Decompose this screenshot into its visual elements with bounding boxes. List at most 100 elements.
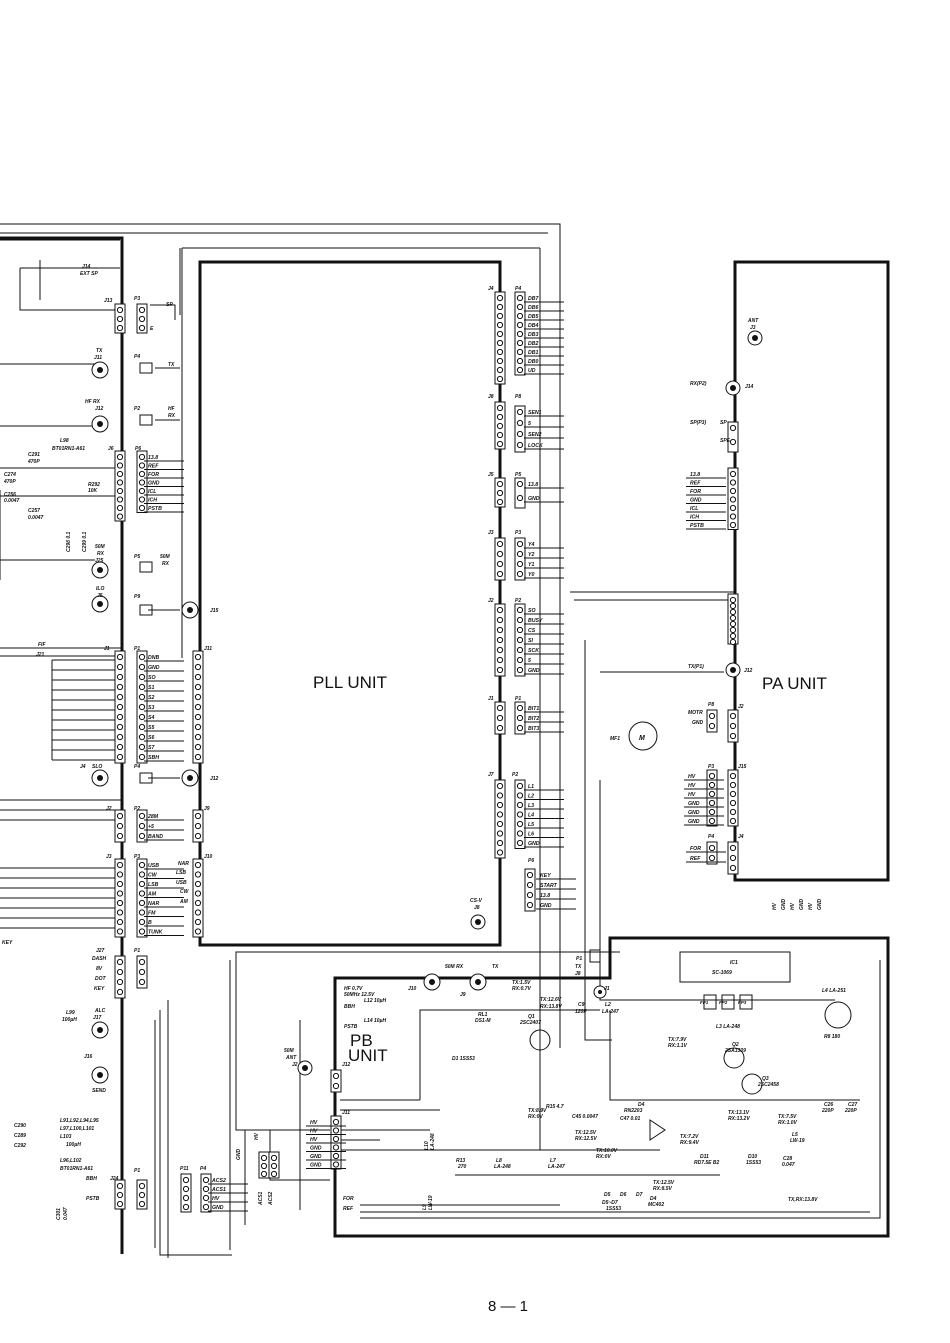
label-pb-q2: Q2 <box>732 1042 739 1048</box>
mid-p3-pin <box>138 324 146 332</box>
pa-p3-pin <box>708 799 716 807</box>
label-left-j21: J21 <box>36 652 45 658</box>
pa-j4-pin <box>729 854 737 862</box>
mid-j11-pin <box>194 713 202 721</box>
label-pll-p2b: P2 <box>512 772 518 778</box>
pb-l10v-label: LA-248 <box>430 1133 436 1150</box>
pll-p6-pin <box>526 891 534 899</box>
mid-p3-pin <box>138 315 146 323</box>
mid-p1-label: S4 <box>148 715 154 721</box>
mid-p1-pin <box>138 693 146 701</box>
label-pb-q3v: 2SC2458 <box>757 1082 779 1088</box>
pll-j7-pin <box>496 782 504 790</box>
label-pb-c45: C45 0.0047 <box>572 1114 598 1120</box>
pll-j7-pin <box>496 849 504 856</box>
j6-pin <box>116 496 124 503</box>
jack-j16-send-core <box>97 1072 103 1078</box>
pll-j1-pin <box>496 724 504 732</box>
j3-pin <box>116 880 124 888</box>
mid-p3b-label: USB <box>148 863 159 869</box>
label-pb-tx72: TX:7.2V <box>680 1134 699 1140</box>
pll-p2-label: SI <box>528 638 533 644</box>
pll-p2-label: SCK <box>528 648 540 654</box>
label-pb-rx10: RX:1.0V <box>778 1120 798 1126</box>
pll-p3-pin <box>516 570 524 578</box>
label-pb-l8: L8 <box>496 1158 502 1164</box>
j1-pin <box>116 663 124 671</box>
pb-j11-pin <box>332 1144 340 1151</box>
pll-j1-pin <box>496 714 504 722</box>
label-pll-p5: P5 <box>515 472 521 478</box>
pa-bus2-pin <box>729 626 737 634</box>
label-left-lnote1: L91,L92,L94,L95 <box>60 1118 99 1124</box>
pll-p5-housing <box>514 477 526 509</box>
label-pb-tx: TX <box>575 964 582 970</box>
pll-p2b-pin <box>516 811 524 818</box>
jack-j10-pb-core <box>429 979 435 985</box>
label-mid-p3bright-0: NAR <box>178 861 189 867</box>
pll-p2-pin <box>516 636 524 644</box>
pll-p6-pin <box>526 881 534 889</box>
label-mid-p3bright-3: CW <box>180 889 190 895</box>
label-left-l98v: BT01RN1-A61 <box>52 446 85 452</box>
mid-p6-pin <box>138 470 146 478</box>
mid-p3b-pin <box>138 890 146 897</box>
pll-p2b-label: L1 <box>528 784 534 790</box>
pb-j11-label: GND <box>310 1154 322 1160</box>
label-pb-j12: J12 <box>342 1062 351 1068</box>
label-left-j16: J16 <box>84 1054 93 1060</box>
j1-pin <box>116 703 124 711</box>
mid-p6-pin <box>138 504 146 512</box>
label-mid-p3bright-4: AM <box>179 899 189 905</box>
pll-p3-label: Y1 <box>528 562 534 568</box>
label-pa-j2: J2 <box>738 704 744 710</box>
label-pb-rx132: RX:13.2V <box>728 1116 750 1122</box>
label-mid-j12: J12 <box>210 776 219 782</box>
mid-p2b-label: +5 <box>148 824 154 830</box>
label-pb-fp-2: FP3 <box>738 1000 747 1005</box>
label-pb-l14: L14 10µH <box>364 1018 386 1024</box>
label-left-c256v: 0.0047 <box>4 498 20 504</box>
pa-bottom-label: HV <box>808 902 814 910</box>
pa-j2-pin <box>729 722 737 730</box>
pll-j2-pin <box>496 666 504 674</box>
label-pb-l2: L2 <box>605 1002 611 1008</box>
pa-label: REF <box>690 481 701 487</box>
label-pll-p2: P2 <box>515 598 521 604</box>
pll-j4-pin <box>496 294 504 302</box>
pb-gnd-label: GND <box>236 1149 242 1161</box>
pll-p4-label: DB5 <box>528 314 538 320</box>
jack-j1-pb-core <box>598 990 602 994</box>
pb-j11-pin <box>332 1135 340 1143</box>
pb-hv-gnd-a-pin <box>260 1170 268 1178</box>
pa-p3-pin <box>708 781 716 789</box>
jack-j4-slo-core <box>97 775 103 781</box>
pll-p6-label: KEY <box>540 873 551 879</box>
label-left-pstb: PSTB <box>86 1196 100 1202</box>
label-pa-spp3: SP(P3) <box>690 420 706 426</box>
pa-bus2-pin <box>729 638 737 646</box>
label-pll-j5: J5 <box>488 472 494 478</box>
label-pb-d5: D5 <box>604 1192 611 1198</box>
j2-pin <box>116 822 124 830</box>
mid-p1-label: GND <box>148 665 160 671</box>
pll-p2b-label: L4 <box>528 813 534 819</box>
label-left-l99v: 100µH <box>62 1017 77 1023</box>
j3-pin <box>116 918 124 926</box>
motor-m-label: M <box>639 735 645 742</box>
pa-bus1-pin <box>729 479 737 486</box>
jack-j14-pa-core <box>730 385 736 391</box>
label-left-tx: TX <box>96 348 103 354</box>
mid-j11-pin <box>194 693 202 701</box>
pll-p4-label: DB2 <box>528 341 538 347</box>
label-pb-tx2: TX <box>492 964 499 970</box>
j3-pin <box>116 928 124 935</box>
j6-housing <box>114 450 126 522</box>
label-left-j14: J14 <box>82 264 91 270</box>
label-pb-d10: D10 <box>748 1154 757 1160</box>
pll-p8-label: LOCK <box>528 443 544 449</box>
label-left-j17: J17 <box>93 1015 102 1021</box>
label-pb-p4: P4 <box>200 1166 206 1172</box>
pb-hv-gnd-b-pin <box>270 1162 278 1170</box>
